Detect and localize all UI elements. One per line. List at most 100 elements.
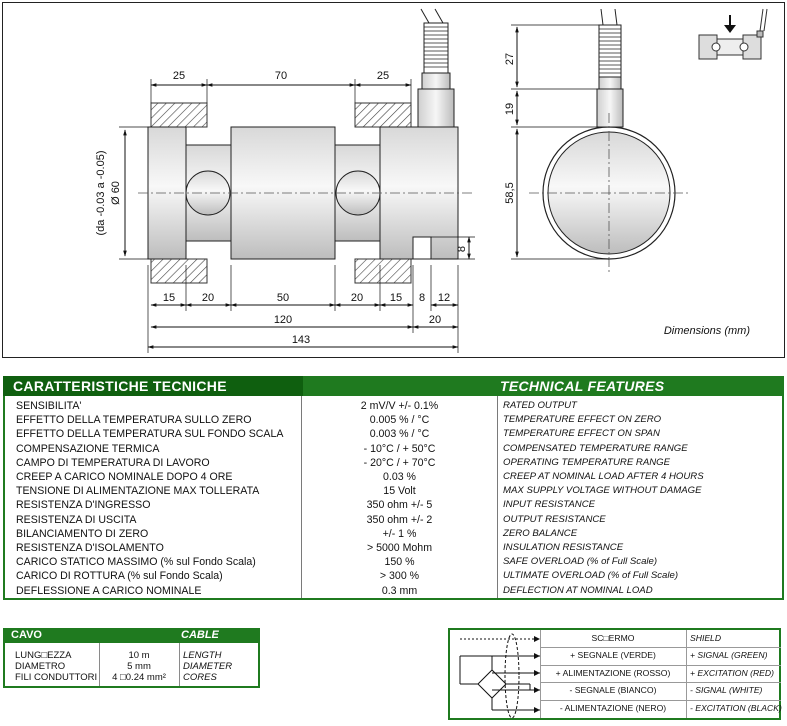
spec-label-en: TEMPERATURE EFFECT ON SPAN — [503, 428, 660, 440]
technical-drawing-frame: 25 70 25 15 20 50 20 15 8 12 120 20 — [2, 2, 785, 358]
spec-label-en: RATED OUTPUT — [503, 400, 577, 411]
spec-row: CREEP A CARICO NOMINALE DOPO 4 ORE 0.03 %… — [5, 470, 782, 484]
cable-gland — [417, 88, 455, 128]
support-hatch-bottom-right — [354, 258, 412, 284]
spec-label-en: COMPENSATED TEMPERATURE RANGE — [503, 442, 688, 454]
spec-value: +/- 1 % — [382, 527, 417, 540]
spec-label-en: OPERATING TEMPERATURE RANGE — [503, 456, 671, 468]
specs-title-it: CARATTERISTICHE TECNICHE — [13, 378, 227, 394]
spec-label-it: EFFETTO DELLA TEMPERATURA SUL FONDO SCAL… — [16, 428, 284, 441]
cable-value: 5 mm — [127, 661, 151, 672]
dim-tolerance: (da -0.03 a -0.05) — [95, 151, 107, 236]
spec-label-en: ULTIMATE OVERLOAD (% of Full Scale) — [503, 570, 679, 582]
dim-overall-143: 143 — [292, 334, 310, 346]
wiring-row: - SEGNALE (BIANCO)- SIGNAL (WHITE) — [540, 682, 781, 699]
spec-row: CARICO STATICO MASSIMO (% sul Fondo Scal… — [5, 555, 782, 569]
mounting-icon — [698, 8, 768, 60]
support-hatch-top-right — [354, 102, 412, 128]
spec-label-it: CARICO STATICO MASSIMO (% sul Fondo Scal… — [16, 556, 256, 569]
spec-label-en: CREEP AT NOMINAL LOAD AFTER 4 HOURS — [503, 471, 704, 482]
wire-label-en: + EXCITATION (RED) — [690, 667, 774, 678]
spec-label-it: RESISTENZA D'ISOLAMENTO — [16, 542, 164, 554]
spec-label-it: SENSIBILITA' — [16, 400, 82, 412]
wire-label-en: + SIGNAL (GREEN) — [690, 650, 768, 661]
dim-diameter: Ø 60 — [110, 181, 122, 205]
cable-value: 10 m — [128, 650, 150, 661]
spec-value: 0.005 % / °C — [369, 414, 430, 427]
dimensions-caption: Dimensions (mm) — [663, 325, 750, 337]
dim-bottom-8: 8 — [419, 292, 425, 304]
cable-title-en: CABLE — [181, 629, 219, 641]
dim-side-27: 27 — [504, 53, 516, 65]
dim-bottom-15-right: 15 — [390, 292, 402, 304]
cable-label-it: LUNG□EZZA — [15, 650, 72, 661]
wire-label-en: SHIELD — [690, 633, 722, 643]
support-hatch-top-left — [150, 102, 208, 128]
spec-row: BILANCIAMENTO DI ZERO +/- 1 % ZERO BALANCE — [5, 527, 782, 541]
spec-value: 0.003 % / °C — [369, 428, 430, 441]
cable-label-it: FILI CONDUTTORI — [15, 672, 98, 683]
dim-slot: 8 — [456, 246, 468, 252]
dim-bottom-20-left: 20 — [202, 292, 214, 304]
side-view-cable-spring — [598, 24, 622, 78]
dim-side-19: 19 — [504, 103, 516, 115]
spec-label-it: CREEP A CARICO NOMINALE DOPO 4 ORE — [16, 471, 233, 483]
spec-label-en: ZERO BALANCE — [503, 527, 578, 539]
spec-value: 2 mV/V +/- 0.1% — [360, 400, 439, 412]
dim-top-25-left: 25 — [173, 70, 185, 82]
spec-label-en: MAX SUPPLY VOLTAGE WITHOUT DAMAGE — [503, 485, 702, 497]
dim-top-25-right: 25 — [377, 70, 389, 82]
spec-value: 350 ohm +/- 2 — [366, 513, 433, 526]
wiring-schematic — [459, 633, 540, 719]
technical-specs-table: CARATTERISTICHE TECNICHE TECHNICAL FEATU… — [3, 376, 784, 600]
spec-row: RESISTENZA D'ISOLAMENTO > 5000 Mohm INSULA… — [5, 541, 782, 555]
spec-label-en: INPUT RESISTANCE — [503, 499, 596, 511]
cable-title-it: CAVO — [11, 629, 42, 641]
wiring-row: + SEGNALE (VERDE)+ SIGNAL (GREEN) — [540, 647, 781, 664]
wire-label-it: SC□ERMO — [591, 633, 635, 643]
spec-label-it: RESISTENZA DI USCITA — [16, 513, 137, 526]
spec-value: > 300 % — [379, 570, 420, 583]
dim-overall-120: 120 — [274, 314, 292, 326]
wire-label-it: + ALIMENTAZIONE (ROSSO) — [555, 667, 671, 678]
wiring-row: + ALIMENTAZIONE (ROSSO) + EXCITATION (RED… — [540, 665, 781, 682]
cable-header: CAVO CABLE — [3, 628, 260, 643]
dim-top-70: 70 — [275, 70, 287, 82]
wiring-row: - ALIMENTAZIONE (NERO) - EXCITATION (BLAC… — [540, 700, 782, 717]
spec-label-it: DEFLESSIONE A CARICO NOMINALE — [16, 584, 202, 597]
spec-value: 350 ohm +/- 5 — [366, 499, 433, 512]
spec-label-en: DEFLECTION AT NOMINAL LOAD — [503, 584, 653, 596]
spec-label-it: COMPENSAZIONE TERMICA — [16, 442, 160, 455]
spec-label-en: INSULATION RESISTANCE — [503, 542, 624, 553]
dim-bottom-50: 50 — [277, 292, 289, 304]
spec-row: SENSIBILITA' 2 mV/V +/- 0.1% RATED OUTPUT — [5, 399, 782, 413]
support-hatch-bottom-left — [150, 258, 208, 284]
specs-header: CARATTERISTICHE TECNICHE TECHNICAL FEATU… — [3, 376, 784, 396]
spec-value: - 10°C / + 50°C — [363, 442, 436, 455]
dim-side-58-5: 58,5 — [504, 182, 516, 203]
dim-overall-20: 20 — [429, 314, 441, 326]
spec-value: 150 % — [384, 556, 415, 569]
dim-bottom-15-left: 15 — [163, 292, 175, 304]
specs-title-en: TECHNICAL FEATURES — [500, 378, 665, 394]
spec-value: 0.03 % — [383, 471, 416, 483]
spec-label-it: CAMPO DI TEMPERATURA DI LAVORO — [16, 456, 210, 469]
spec-value: - 20°C / + 70°C — [363, 456, 436, 469]
spec-row: EFFETTO DELLA TEMPERATURA SUL FONDO SCAL… — [5, 427, 782, 441]
spec-label-en: TEMPERATURE EFFECT ON ZERO — [503, 414, 662, 426]
dim-bottom-12: 12 — [438, 292, 450, 304]
wire-label-it: - ALIMENTAZIONE (NERO) — [559, 702, 667, 713]
spec-label-it: CARICO DI ROTTURA (% sul Fondo Scala) — [16, 570, 223, 583]
wire-label-en: - EXCITATION (BLACK) — [690, 702, 782, 713]
cable-spring — [423, 22, 449, 74]
spec-row: CARICO DI ROTTURA (% sul Fondo Scala) > 3… — [5, 569, 782, 583]
spec-label-it: BILANCIAMENTO DI ZERO — [16, 527, 149, 540]
spec-value: > 5000 Mohm — [366, 542, 433, 554]
